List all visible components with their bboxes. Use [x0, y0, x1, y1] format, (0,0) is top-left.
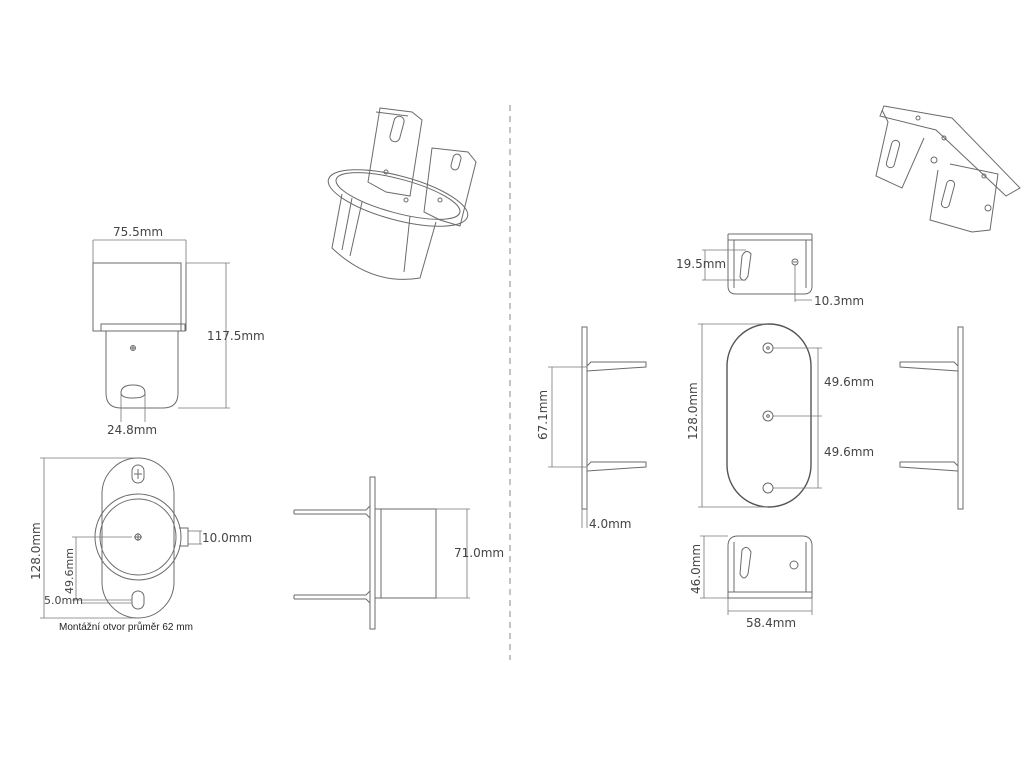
dim-10-0-label: 10.0mm — [202, 531, 252, 545]
dim-75-5-label: 75.5mm — [113, 225, 163, 239]
dim-5-0-label: 5.0mm — [44, 594, 83, 607]
left-top-view: 128.0mm 49.6mm 10.0mm 5.0mm Montážní otv… — [29, 457, 252, 633]
dim-49-6-b-label: 49.6mm — [824, 445, 874, 459]
dim-19-5-label: 19.5mm — [676, 257, 726, 271]
dim-49-6-a-label: 49.6mm — [824, 375, 874, 389]
dim-24-8-label: 24.8mm — [107, 423, 157, 437]
right-left-profile: 67.1mm 4.0mm — [536, 326, 647, 531]
left-front-view: 75.5mm 117.5mm 24.8mm — [92, 225, 265, 437]
dim-128-right-label: 128.0mm — [686, 382, 700, 440]
dim-49-6-left-label: 49.6mm — [63, 548, 76, 594]
dim-10-3-label: 10.3mm — [814, 294, 864, 308]
dim-117-5-label: 117.5mm — [207, 329, 265, 343]
right-front-view: 19.5mm 10.3mm — [676, 233, 864, 308]
left-isometric-view — [327, 107, 477, 280]
dim-128-left-label: 128.0mm — [29, 522, 43, 580]
mounting-hole-caption: Montážní otvor průměr 62 mm — [59, 621, 193, 633]
right-bottom-view: 46.0mm 58.4mm — [689, 535, 813, 630]
right-right-profile — [899, 326, 964, 510]
right-plate-view: 128.0mm 49.6mm 49.6mm — [686, 323, 874, 508]
left-side-view: 71.0mm — [293, 476, 504, 630]
dim-4-0-label: 4.0mm — [589, 517, 631, 531]
dim-71-0-label: 71.0mm — [454, 546, 504, 560]
dim-67-1-label: 67.1mm — [536, 390, 550, 440]
right-isometric-view — [875, 105, 1021, 233]
dim-46-0-label: 46.0mm — [689, 544, 703, 594]
dim-58-4-label: 58.4mm — [746, 616, 796, 630]
